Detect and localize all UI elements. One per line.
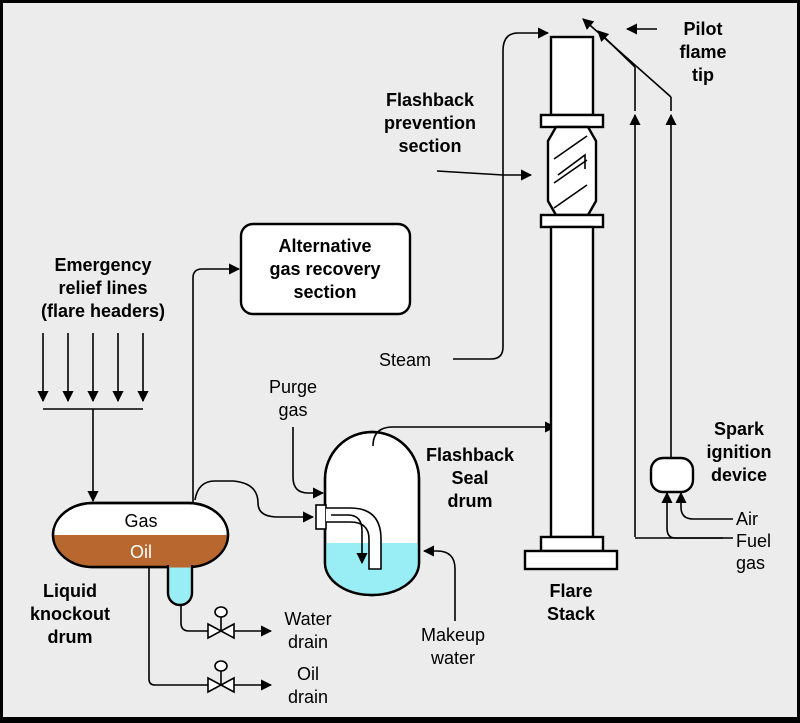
flare-stack-line-2: Stack [547, 604, 596, 624]
flashback-prevention-line-2: prevention [384, 113, 476, 133]
flashback-pointer [436, 169, 533, 181]
flare-stack [523, 35, 619, 571]
flashback-prevention-line-1: Flashback [386, 90, 475, 110]
relief-lines [37, 333, 149, 503]
flare-stack-line-1: Flare [549, 581, 592, 601]
alt-recovery-line-3: section [293, 282, 356, 302]
water-drain-line-2: drain [288, 632, 328, 652]
emergency-line-1: Emergency [54, 255, 151, 275]
spark-line-1: Spark [714, 419, 765, 439]
fuel-line-2: gas [736, 553, 765, 573]
emergency-line-2: relief lines [58, 278, 147, 298]
seal-drum-line-3: drum [448, 491, 493, 511]
pilot-lines [582, 18, 733, 539]
emergency-line-3: (flare headers) [41, 301, 165, 321]
seal-drum-line-2: Seal [451, 468, 488, 488]
oil-drain-line-1: Oil [297, 664, 319, 684]
pilot-line-2: flame [679, 42, 726, 62]
makeup-line-1: Makeup [421, 625, 485, 645]
oil-drain-line-2: drain [288, 687, 328, 707]
makeup-line-2: water [430, 648, 475, 668]
knockout-line-1: Liquid [43, 581, 97, 601]
water-drain-line-1: Water [284, 609, 331, 629]
knockout-line-3: drum [48, 627, 93, 647]
seal-drum-feed [194, 480, 315, 523]
knockout-drum [51, 501, 230, 607]
alt-recovery-line-1: Alternative [278, 236, 371, 256]
spark-line-2: ignition [707, 442, 772, 462]
alternative-recovery-box [239, 222, 412, 316]
water-drain-line [180, 605, 273, 640]
purge-line-1: Purge [269, 377, 317, 397]
seal-drum [292, 421, 557, 621]
oil-drain-line [148, 568, 273, 694]
spark-ignition-device [649, 456, 695, 494]
gas-label: Gas [124, 511, 157, 531]
flashback-prevention-line-3: section [398, 136, 461, 156]
oil-label: Oil [130, 542, 152, 562]
alt-recovery-line-2: gas recovery [269, 259, 380, 279]
knockout-boot [166, 565, 194, 607]
air-label: Air [736, 509, 758, 529]
pilot-line-1: Pilot [684, 19, 723, 39]
knockout-line-2: knockout [30, 604, 110, 624]
steam-line [453, 27, 550, 360]
fuel-line-1: Fuel [736, 531, 771, 551]
pilot-line-3: tip [692, 65, 714, 85]
spark-line-3: device [711, 465, 767, 485]
purge-line-2: gas [278, 400, 307, 420]
flare-system-diagram: Emergency relief lines (flare headers) A… [30, 18, 772, 707]
steam-label: Steam [379, 350, 431, 370]
gas-outlet-line [192, 263, 241, 503]
seal-drum-line-1: Flashback [426, 445, 515, 465]
oil-layer [54, 535, 227, 567]
